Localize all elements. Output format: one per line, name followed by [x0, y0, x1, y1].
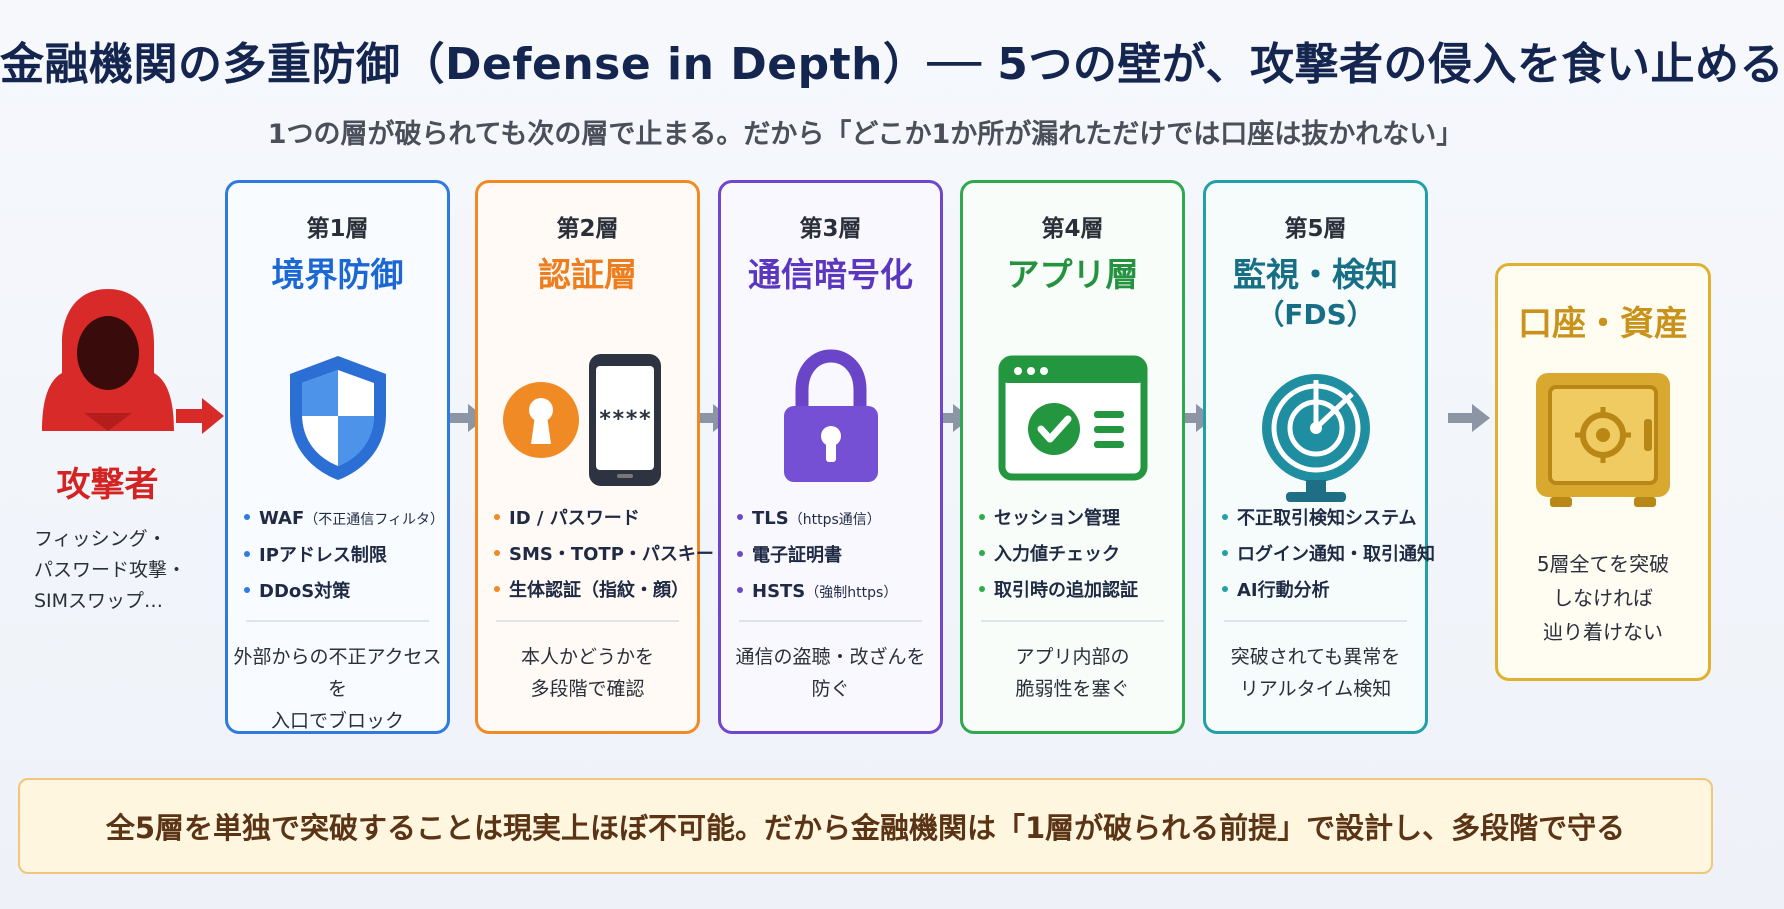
list-item: DDoS対策 [244, 574, 441, 610]
list-item: ID / パスワード [494, 501, 691, 537]
asset-name: 口座・資産 [1518, 304, 1688, 344]
layer-items: TLS（https通信） 電子証明書 HSTS（強制https） [737, 501, 934, 611]
list-item: 入力値チェック [979, 537, 1176, 573]
list-item: TLS（https通信） [737, 501, 934, 538]
divider [739, 620, 922, 622]
list-item: 不正取引検知システム [1222, 501, 1419, 537]
layer-summary: 突破されても異常をリアルタイム検知 [1230, 646, 1401, 700]
divider [981, 620, 1164, 622]
layer-name: 監視・検知 （FDS） [1233, 255, 1398, 331]
layer-summary: 通信の盗聴・改ざんを防ぐ [735, 646, 926, 700]
app-window-check-icon [998, 355, 1147, 481]
password-mask: **** [598, 407, 651, 432]
list-item: セッション管理 [979, 501, 1176, 537]
radar-icon [1261, 374, 1370, 502]
asset-summary: 5層全てを突破しなければ辿り着けない [1536, 552, 1670, 644]
shield-icon [289, 356, 386, 480]
key-phone-icon: **** [502, 354, 661, 486]
layer-items: 不正取引検知システム ログイン通知・取引通知 AI行動分析 [1222, 501, 1435, 609]
asset-card: 口座・資産 5層全てを突破しなければ辿り着けない [1495, 263, 1711, 681]
conclusion-text: 全5層を単独で突破することは現実上ほぼ不可能。だから金融機関は「1層が破られる前… [105, 811, 1626, 845]
list-item: HSTS（強制https） [737, 574, 934, 611]
page-subtitle: 1つの層が破られても次の層で止まる。だから「どこか1か所が漏れただけでは口座は抜… [267, 119, 1464, 150]
divider [496, 620, 679, 622]
divider [1224, 620, 1407, 622]
divider [246, 620, 429, 622]
list-item: IPアドレス制限 [244, 538, 441, 574]
layer-name: 通信暗号化 [748, 255, 913, 294]
list-item: 生体認証（指紋・顔） [494, 573, 691, 609]
list-item: AI行動分析 [1222, 573, 1419, 609]
page-title: 金融機関の多重防御（Defense in Depth）── 5つの壁が、攻撃者の… [0, 39, 1784, 90]
attacker-description: フィッシング・ パスワード攻撃・ SIMスワップ… [34, 528, 187, 612]
layer-summary: 外部からの不正アクセスを入口でブロック [233, 646, 442, 732]
arrow-right-icon [1448, 404, 1490, 432]
list-item: 電子証明書 [737, 538, 934, 574]
layer-number: 第2層 [556, 216, 619, 242]
padlock-icon [783, 349, 878, 482]
list-item: SMS・TOTP・パスキー [494, 537, 714, 573]
list-item: ログイン通知・取引通知 [1222, 537, 1435, 573]
layer-summary: 本人かどうかを多段階で確認 [520, 646, 654, 700]
list-item: WAF（不正通信フィルタ） [244, 501, 444, 538]
layer-items: セッション管理 入力値チェック 取引時の追加認証 [979, 501, 1176, 609]
layer-card-4: 第4層 アプリ層 セッション管理 入力値チェック 取引時の追加認証 アプリ内部の… [960, 180, 1185, 734]
layer-items: ID / パスワード SMS・TOTP・パスキー 生体認証（指紋・顔） [494, 501, 714, 609]
red-arrow-icon [176, 398, 224, 434]
layer-card-2: 第2層 認証層 **** ID / パスワード SMS・TOTP・パスキー 生体… [475, 180, 714, 734]
layer-card-1: 第1層 境界防御 WAF（不正通信フィルタ） IPアドレス制限 DDoS対策 外… [225, 180, 450, 734]
layer-card-3: 第3層 通信暗号化 TLS（https通信） 電子証明書 HSTS（強制http… [718, 180, 943, 734]
layer-summary: アプリ内部の脆弱性を塞ぐ [1015, 646, 1130, 700]
layer-number: 第4層 [1041, 216, 1104, 242]
layer-name: 境界防御 [271, 255, 404, 294]
layer-number: 第1層 [306, 216, 369, 242]
layer-items: WAF（不正通信フィルタ） IPアドレス制限 DDoS対策 [244, 501, 444, 610]
layer-number: 第5層 [1284, 216, 1347, 242]
attacker-label: 攻撃者 [56, 465, 159, 505]
layer-number: 第3層 [799, 216, 862, 242]
layer-name: アプリ層 [1006, 255, 1139, 294]
layer-name: 認証層 [538, 255, 637, 294]
list-item: 取引時の追加認証 [979, 573, 1176, 609]
safe-icon [1536, 373, 1670, 507]
hooded-attacker-icon [41, 289, 174, 431]
layer-card-5: 第5層 監視・検知 （FDS） 不正取引検知システム ログイン通知・取引通知 A… [1203, 180, 1435, 734]
conclusion-banner: 全5層を単独で突破することは現実上ほぼ不可能。だから金融機関は「1層が破られる前… [18, 778, 1713, 874]
attacker: 攻撃者 フィッシング・ パスワード攻撃・ SIMスワップ… [30, 285, 187, 617]
